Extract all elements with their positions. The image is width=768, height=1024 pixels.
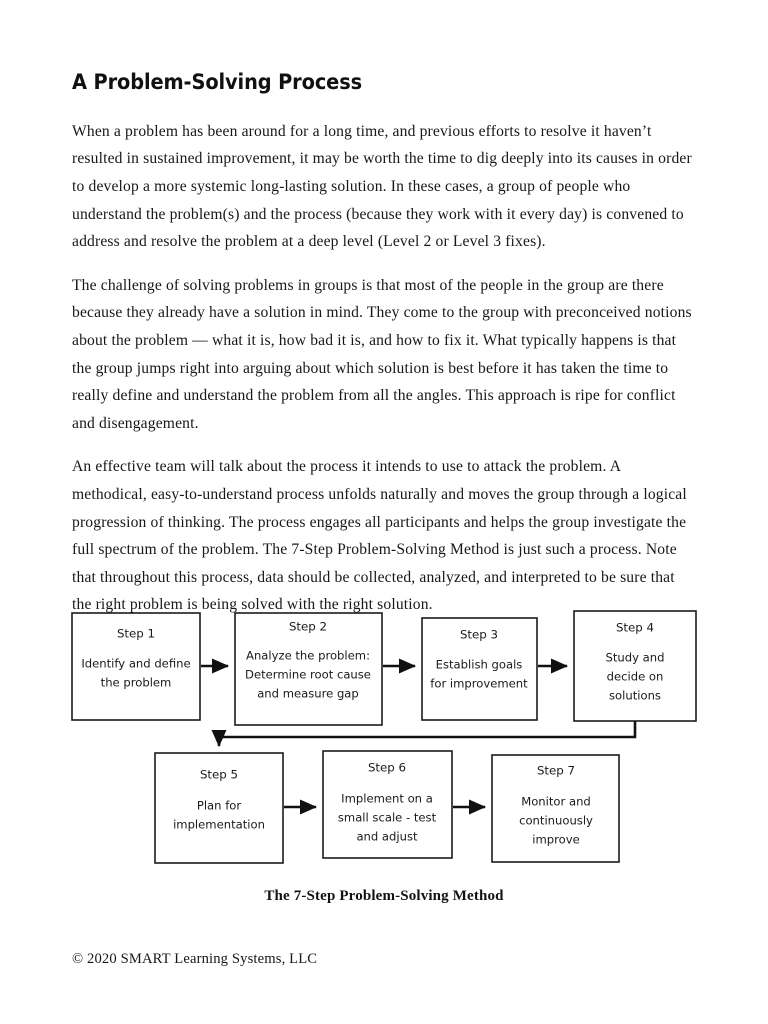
flowchart-node-step-3: Step 3 Establish goals for improvement (421, 617, 538, 721)
step-6-line-3: and adjust (356, 830, 418, 844)
flowchart-node-step-6: Step 6 Implement on a small scale - test… (322, 750, 453, 859)
flowchart-node-step-7: Step 7 Monitor and continuously improve (491, 754, 620, 863)
step-4-line-1: Study and (606, 651, 665, 665)
step-4-label: Step 4 (616, 621, 654, 635)
step-5-line-1: Plan for (197, 799, 242, 813)
paragraph-2: The challenge of solving problems in gro… (72, 276, 692, 432)
flowchart-node-step-5: Step 5 Plan for implementation (154, 752, 284, 864)
step-4-line-2: decide on (607, 670, 664, 684)
flowchart-node-step-1: Step 1 Identify and define the problem (71, 612, 201, 721)
step-6-label: Step 6 (368, 761, 406, 775)
step-7-line-1: Monitor and (521, 795, 591, 809)
step-1-line-1: Identify and define (81, 657, 190, 671)
step-2-line-1: Analyze the problem: (246, 649, 370, 663)
flowchart-node-step-4: Step 4 Study and decide on solutions (573, 610, 697, 722)
figure-caption: The 7-Step Problem-Solving Method (264, 888, 504, 904)
step-5-line-2: implementation (173, 818, 265, 832)
step-2-label: Step 2 (289, 620, 327, 634)
step-3-line-1: Establish goals (436, 658, 523, 672)
step-2-line-2: Determine root cause (245, 668, 371, 682)
step-1-label: Step 1 (117, 627, 155, 641)
step-7-label: Step 7 (537, 764, 575, 778)
step-7-line-3: improve (532, 833, 579, 847)
paragraph-3: An effective team will talk about the pr… (72, 458, 687, 614)
step-3-line-2: for improvement (430, 677, 528, 691)
seven-step-flowchart: Step 1 Identify and define the problem S… (0, 608, 768, 878)
step-4-line-3: solutions (609, 689, 661, 703)
step-2-line-3: and measure gap (257, 687, 359, 701)
document-body: A Problem-Solving Process When a problem… (72, 70, 696, 619)
step-6-line-1: Implement on a (341, 792, 433, 806)
step-5-label: Step 5 (200, 768, 238, 782)
step-7-line-2: continuously (519, 814, 593, 828)
flowchart-node-step-2: Step 2 Analyze the problem: Determine ro… (234, 612, 383, 726)
copyright-footer: © 2020 SMART Learning Systems, LLC (72, 951, 318, 967)
step-3-label: Step 3 (460, 628, 498, 642)
connector-step-4-to-step-5 (211, 721, 637, 748)
paragraph-1: When a problem has been around for a lon… (72, 122, 692, 251)
step-6-line-2: small scale - test (338, 811, 437, 825)
step-1-line-2: the problem (101, 676, 172, 690)
page-title: A Problem-Solving Process (72, 70, 363, 95)
